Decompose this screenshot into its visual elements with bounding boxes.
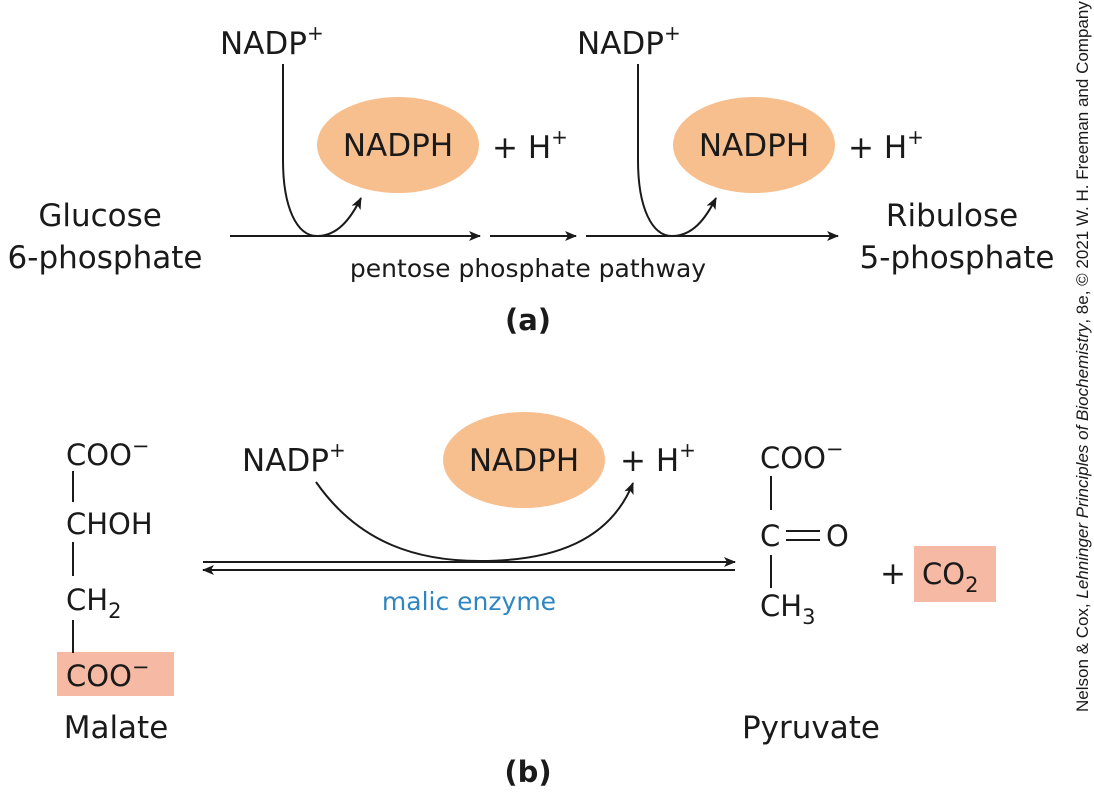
nadph-label-2: NADPH bbox=[699, 128, 809, 164]
co2-label: CO2 bbox=[922, 557, 978, 597]
nadph-ellipse-1 bbox=[317, 97, 479, 193]
pathway-label: pentose phosphate pathway bbox=[350, 254, 706, 283]
co2-highlight bbox=[914, 546, 996, 602]
cofactor-curve-arrow-2 bbox=[637, 64, 717, 238]
nadph-ellipse-2 bbox=[673, 97, 835, 193]
malate-c4: COO− bbox=[66, 655, 150, 693]
pyruvate-oxygen: O bbox=[826, 519, 849, 553]
nadp-label-1: NADP+ bbox=[220, 21, 324, 62]
pyruvate-c1: COO− bbox=[760, 437, 844, 475]
nadph-ellipse-b bbox=[443, 412, 605, 508]
cofactor-curve-arrow-1 bbox=[282, 64, 362, 238]
nadph-label-1: NADPH bbox=[343, 128, 453, 164]
malate-c1: COO− bbox=[66, 434, 150, 472]
pyruvate-name: Pyruvate bbox=[742, 710, 880, 746]
plus-h-label-2: + H+ bbox=[848, 125, 924, 166]
panel-a-label: (a) bbox=[505, 303, 551, 337]
plus-h-label-1: + H+ bbox=[492, 125, 568, 166]
nadp-label-2: NADP+ bbox=[577, 21, 681, 62]
credit-line: Nelson & Cox, Lehninger Principles of Bi… bbox=[1073, 1, 1092, 712]
malate-c3: CH2 bbox=[66, 583, 121, 623]
pyruvate-c3: CH3 bbox=[760, 589, 815, 629]
nadph-label-b: NADPH bbox=[469, 443, 579, 479]
pyruvate-c2: C bbox=[760, 519, 780, 553]
ribulose-5-phosphate-label: Ribulose 5-phosphate bbox=[860, 198, 1055, 276]
panel-a: NADP+ NADP+ NADPH NADPH + H+ + H+ Glucos… bbox=[8, 21, 1055, 337]
malate-carboxyl-highlight bbox=[57, 652, 174, 696]
glucose-6-phosphate-label: Glucose 6-phosphate bbox=[8, 198, 203, 276]
malate-name: Malate bbox=[64, 710, 169, 746]
panel-b-label: (b) bbox=[504, 755, 551, 789]
plus-h-label-b: + H+ bbox=[620, 438, 696, 479]
enzyme-label: malic enzyme bbox=[382, 587, 556, 616]
nadp-label-b: NADP+ bbox=[242, 438, 346, 479]
panel-b: COO− CHOH CH2 COO− Malate NADP+ NADPH + … bbox=[57, 412, 996, 789]
plus-co2-sign: + bbox=[880, 556, 906, 592]
malate-c2: CHOH bbox=[66, 507, 153, 541]
